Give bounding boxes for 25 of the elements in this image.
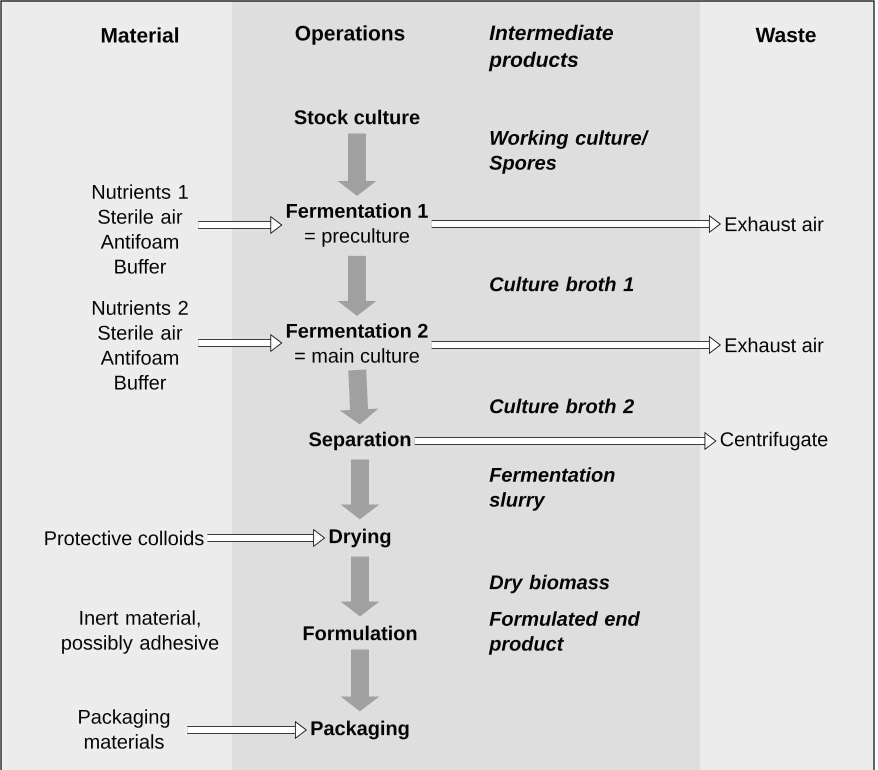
- material-label: Nutrients 1 Sterile air Antifoam Buffer: [92, 184, 188, 274]
- intermediate-product-label: Formulated end product: [488, 611, 640, 655]
- intermediate-product-label: Culture broth 2: [490, 398, 634, 414]
- operation-label: Separation: [309, 432, 410, 450]
- material-label: Nutrients 2 Sterile air Antifoam Buffer: [92, 300, 188, 390]
- material-label: Protective colloids: [45, 530, 204, 546]
- intermediate-product-label: Dry biomass: [490, 574, 610, 594]
- intermediate-product-label: Fermentation slurry: [489, 467, 615, 511]
- operation-label: Stock culture: [294, 110, 420, 124]
- material-label: Packaging materials: [79, 709, 170, 749]
- column-header: Operations: [296, 25, 404, 45]
- column-header: Material: [102, 27, 178, 43]
- operation-label: Packaging: [312, 720, 408, 740]
- waste-label: Centrifugate: [720, 432, 828, 450]
- operation-label: Drying: [330, 528, 390, 548]
- waste-label: Exhaust air: [726, 216, 824, 232]
- waste-label: Exhaust air: [726, 338, 824, 352]
- material-label: Inert material, possibly adhesive: [62, 610, 218, 654]
- intermediate-product-label: Working culture/ Spores: [489, 130, 649, 174]
- intermediate-product-label: Culture broth 1: [490, 276, 634, 292]
- operation-label: Fermentation 2 = main culture: [286, 323, 428, 363]
- operation-label: Fermentation 1 = preculture: [286, 203, 428, 247]
- operation-label: Formulation: [304, 626, 416, 640]
- column-header: Intermediate products: [488, 24, 614, 72]
- column-header: Waste: [756, 28, 816, 42]
